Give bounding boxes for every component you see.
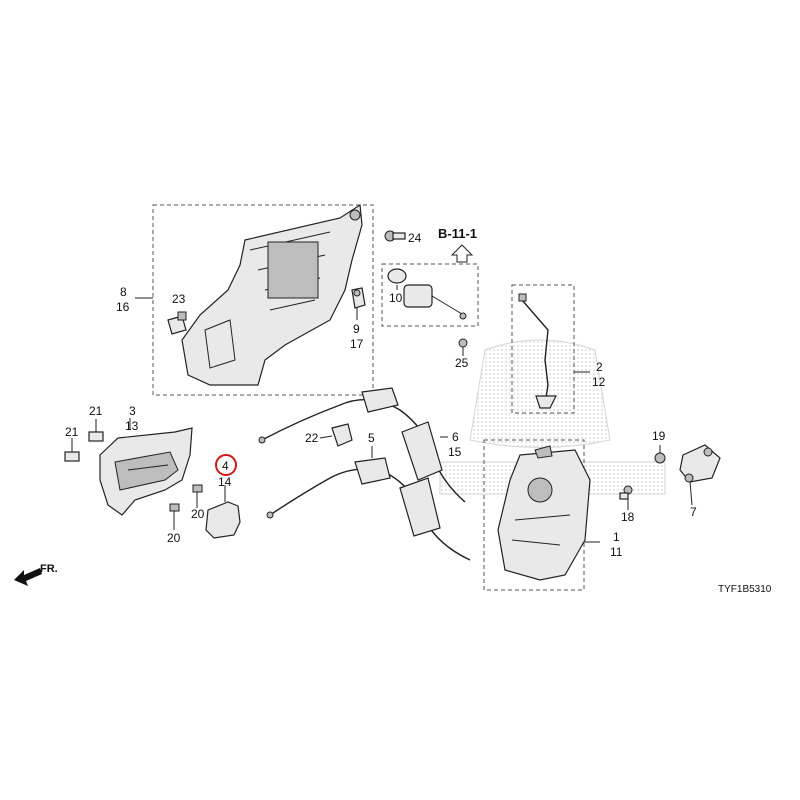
callout-14: 14	[218, 475, 232, 489]
part-bolt-24	[384, 230, 406, 242]
group-box-key-cylinder	[381, 263, 479, 327]
part-clip-23	[167, 311, 187, 335]
part-clip-21a	[88, 431, 104, 442]
callout-2: 2	[596, 360, 603, 374]
part-clip-22	[331, 423, 353, 447]
callout-15: 15	[448, 445, 462, 459]
callout-3: 3	[129, 404, 136, 418]
part-inside-handle-3	[99, 427, 193, 516]
part-clip-21b	[64, 451, 80, 462]
callout-17: 17	[350, 337, 364, 351]
part-striker-7	[679, 444, 721, 483]
part-rod-2	[518, 293, 557, 409]
callout-22: 22	[305, 431, 319, 445]
reference-label: B-11-1	[438, 226, 477, 241]
callout-11: 11	[610, 545, 623, 559]
callout-20a: 20	[191, 507, 205, 521]
callout-12: 12	[592, 375, 606, 389]
group-box-rod	[511, 284, 575, 414]
callout-20b: 20	[167, 531, 181, 545]
callout-19: 19	[652, 429, 666, 443]
part-lock-actuator-1	[497, 445, 591, 581]
callout-13: 13	[125, 419, 139, 433]
front-direction: FR.	[14, 563, 58, 586]
callout-5: 5	[368, 431, 375, 445]
callout-7: 7	[690, 505, 697, 519]
callout-18: 18	[621, 510, 635, 524]
highlight-circle	[215, 454, 237, 476]
part-bolt-18	[619, 485, 633, 500]
callout-23: 23	[172, 292, 186, 306]
callout-21b: 21	[65, 425, 79, 439]
part-bolt-19	[654, 452, 666, 464]
part-cover-4	[205, 501, 241, 539]
leader-lines	[71, 285, 693, 543]
callout-24: 24	[408, 231, 422, 245]
front-arrow-icon	[14, 568, 42, 586]
diagram-code: TYF1B5310	[718, 584, 772, 595]
part-bracket-9	[351, 287, 366, 309]
callout-1: 1	[613, 530, 620, 544]
callouts: 8 16 23 24 9 17 10 25 2 12 3 13 21 21 4 …	[65, 231, 697, 559]
part-cable-6	[258, 387, 466, 503]
callout-25: 25	[455, 356, 469, 370]
part-door-lock-base-assembly	[181, 203, 363, 386]
front-label: FR.	[40, 563, 58, 575]
callout-8: 8	[120, 285, 127, 299]
callout-10: 10	[389, 291, 403, 305]
group-box-inner-handle-assembly	[152, 204, 374, 396]
callout-6: 6	[452, 430, 459, 444]
part-cable-5	[266, 457, 471, 561]
part-fastener-20a	[192, 484, 203, 502]
part-screw-25	[458, 338, 468, 354]
callout-4: 4	[222, 459, 229, 473]
part-key-cylinder-10	[387, 268, 467, 320]
callout-9: 9	[353, 322, 360, 336]
callout-16: 16	[116, 300, 130, 314]
part-fastener-20b	[169, 503, 180, 520]
reference-arrow-icon	[450, 244, 474, 263]
callout-21a: 21	[89, 404, 103, 418]
